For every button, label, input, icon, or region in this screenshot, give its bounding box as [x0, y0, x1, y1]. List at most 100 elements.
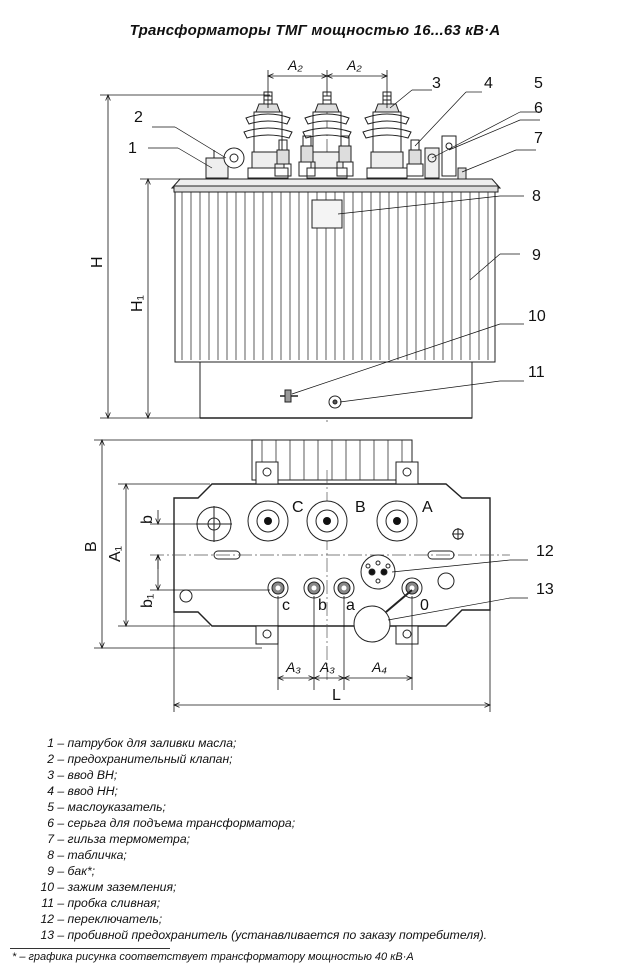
slot-right [427, 550, 455, 560]
tank-body [199, 359, 473, 419]
terminal-c: c [282, 597, 290, 614]
legend-item-number: 10 [40, 880, 54, 894]
terminal-B: B [355, 499, 366, 516]
tap-changer [360, 554, 396, 590]
dim-a3-left: A₃ [285, 659, 301, 675]
callout-13: 13 [536, 581, 554, 598]
legend-item-text: – переключатель; [57, 912, 163, 926]
legend-item: 6 – серьга для подъема трансформатора; [30, 815, 487, 831]
callout-2: 2 [134, 109, 143, 126]
legend-item: 4 – ввод НН; [30, 783, 487, 799]
legend-item: 11 – пробка сливная; [30, 895, 487, 911]
hv-bushings [243, 91, 412, 179]
legend-item-number: 2 [47, 752, 54, 766]
dim-b-small: b [139, 515, 156, 524]
legend-item-text: – серьга для подъема трансформатора; [57, 816, 296, 830]
terminal-A: A [422, 499, 433, 516]
safety-valve [223, 147, 245, 169]
legend-item: 10 – зажим заземления; [30, 879, 487, 895]
legend-item-text: – зажим заземления; [57, 880, 177, 894]
callout-3: 3 [432, 75, 441, 92]
legend-item-text: – маслоуказатель; [57, 800, 166, 814]
dim-a3-right: A₃ [319, 659, 335, 675]
legend-item-number: 6 [47, 816, 54, 830]
page-title: Трансформаторы ТМГ мощностью 16...63 кВ·… [129, 22, 501, 39]
legend-item-number: 12 [40, 912, 54, 926]
dim-h1: H₁ [129, 295, 146, 312]
legend-item-text: – патрубок для заливки масла; [57, 736, 237, 750]
legend-item-number: 8 [47, 848, 54, 862]
legend-item: 7 – гильза термометра; [30, 831, 487, 847]
legend-item-number: 13 [40, 928, 54, 942]
legend-item-number: 9 [47, 864, 54, 878]
oil-gauge [424, 147, 440, 179]
oil-gauge-top [437, 572, 455, 590]
legend-item-number: 7 [47, 832, 54, 846]
callout-12: 12 [536, 543, 554, 560]
footnote-divider [10, 948, 170, 949]
legend-item: 12 – переключатель; [30, 911, 487, 927]
nameplate [311, 199, 343, 229]
legend-item: 5 – маслоуказатель; [30, 799, 487, 815]
callout-11: 11 [528, 364, 545, 381]
dim-a1: A₁ [107, 546, 124, 562]
legend-item: 1 – патрубок для заливки масла; [30, 735, 487, 751]
legend-item-text: – предохранительный клапан; [57, 752, 233, 766]
legend-item-number: 4 [47, 784, 54, 798]
breakdown-fuse [353, 589, 413, 643]
radiator-fins [174, 189, 496, 363]
callout-10: 10 [528, 308, 546, 325]
lv-bushings-top [267, 577, 423, 599]
callout-8: 8 [532, 188, 541, 205]
drain-plug [328, 395, 342, 409]
terminal-0: 0 [420, 597, 429, 614]
tank-cover [170, 178, 502, 193]
callout-1: 1 [128, 140, 137, 157]
lifting-lug [441, 135, 457, 177]
terminal-a: a [346, 597, 355, 614]
lv-bushings [274, 135, 424, 177]
top-view [150, 439, 510, 680]
legend-item-number: 1 [47, 736, 54, 750]
terminal-b: b [318, 597, 327, 614]
legend-item-text: – пробивной предохранитель (устанавливае… [57, 928, 488, 942]
front-view [170, 91, 502, 425]
front-callouts [148, 89, 540, 403]
dim-a2-left: A₂ [287, 57, 303, 73]
transformer-drawing: A₂ A₂ H H₁ 1 2 3 4 5 6 7 8 9 10 11 [83, 57, 554, 712]
legend-item-number: 3 [47, 768, 54, 782]
legend-item-text: – пробка сливная; [57, 896, 161, 910]
callout-7: 7 [534, 130, 543, 147]
legend-item-text: – ввод НН; [57, 784, 118, 798]
legend-item: 8 – табличка; [30, 847, 487, 863]
dim-b1: b₁ [139, 594, 156, 608]
legend-item-text: – ввод ВН; [57, 768, 118, 782]
dim-b: B [83, 541, 100, 552]
legend-item-text: – гильза термометра; [57, 832, 190, 846]
footnote: * – графика рисунка соответствует трансф… [12, 951, 414, 963]
legend-item: 3 – ввод ВН; [30, 767, 487, 783]
thermometer-sleeve [457, 167, 467, 180]
legend-item-number: 5 [47, 800, 54, 814]
hv-bushings-top [247, 500, 418, 542]
legend-item-text: – бак*; [57, 864, 96, 878]
oil-filler-pipe [205, 150, 229, 179]
dim-h: H [89, 256, 106, 268]
dim-a4: A₄ [371, 659, 387, 675]
callout-9: 9 [532, 247, 541, 264]
legend-item: 13 – пробивной предохранитель (устанавли… [30, 927, 487, 943]
slot-left [213, 550, 241, 560]
callout-6: 6 [534, 100, 543, 117]
legend-item-number: 11 [41, 896, 54, 910]
legend-list: 1 – патрубок для заливки масла;2 – предо… [30, 735, 487, 943]
callout-4: 4 [484, 75, 493, 92]
front-dimensions [100, 70, 387, 418]
dim-a2-right: A₂ [346, 57, 362, 73]
dim-l: L [332, 687, 341, 704]
legend-item-text: – табличка; [57, 848, 127, 862]
legend-item: 9 – бак*; [30, 863, 487, 879]
terminal-C: C [292, 499, 304, 516]
top-dimensions [94, 440, 490, 712]
callout-5: 5 [534, 75, 543, 92]
earthing-clamp [280, 389, 298, 403]
